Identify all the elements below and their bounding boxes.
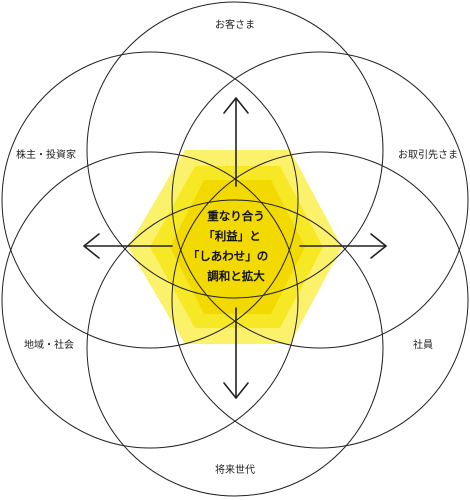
arrow-right-icon	[299, 233, 387, 259]
center-text-line-1: 重なり合う	[207, 209, 265, 223]
arrow-down-icon	[223, 307, 249, 399]
circle-employees	[171, 151, 469, 449]
label-customers: お客さま	[215, 18, 255, 31]
circle-business-partners	[171, 51, 469, 349]
circle-community-society	[1, 151, 299, 449]
center-text-line-4: 調和と拡大	[207, 269, 265, 283]
arrow-up-icon	[223, 97, 249, 187]
label-community-society: 地域・社会	[24, 338, 74, 351]
highlight-core	[170, 180, 305, 314]
circle-shareholders-investors	[1, 51, 299, 349]
label-employees: 社員	[413, 338, 433, 351]
center-text-line-2: 「利益」と	[203, 229, 261, 243]
center-text-line-3: 「しあわせ」の	[188, 249, 269, 263]
circle-customers	[86, 1, 384, 299]
label-shareholders-investors: 株主・投資家	[16, 148, 76, 161]
label-future-generations: 将来世代	[215, 464, 255, 476]
label-business-partners: お取引先さま	[398, 149, 458, 161]
circle-future-generations	[86, 199, 384, 497]
arrow-left-icon	[83, 233, 173, 259]
